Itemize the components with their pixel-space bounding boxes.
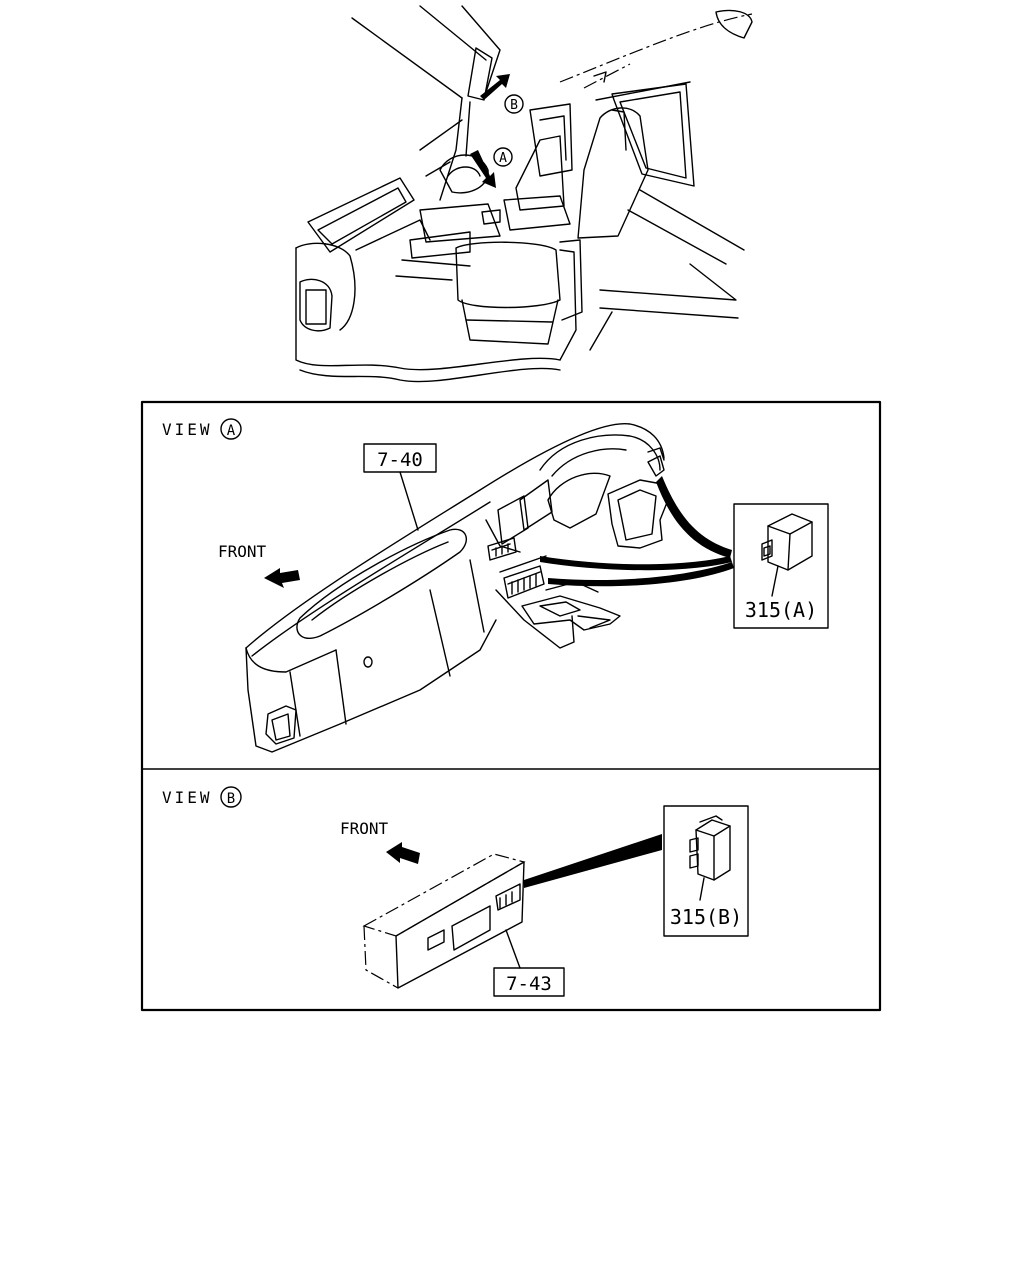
view-b-title-word: VIEW [162,788,213,807]
view-b-title: VIEW B [162,786,242,808]
callout-b-letter: B [510,98,518,113]
part-label-7-43: 7-43 [493,967,565,997]
part-label-7-40-text: 7-40 [377,449,423,471]
view-b-front-label: FRONT [340,819,389,838]
component-315b-label: 315(B) [670,905,742,929]
part-label-7-43-text: 7-43 [506,973,552,995]
view-a-title-letter: A [227,423,236,439]
module-7-43 [362,853,526,989]
component-box-315a: 315(A) [733,503,829,629]
view-a-title-word: VIEW [162,420,213,439]
harness-315b [524,834,662,888]
component-box-315b: 315(B) [663,805,749,937]
view-b-front-arrow [386,842,420,864]
callout-a: A [493,147,513,167]
callout-arrow-a [470,150,496,188]
callout-b: B [504,94,524,114]
cab-interior-illustration [295,5,753,383]
callout-arrow-b [480,74,510,100]
view-b-title-letter: B [227,791,235,807]
instrument-panel-7-40 [245,422,669,753]
part-label-7-40: 7-40 [363,443,437,531]
callout-a-letter: A [499,151,507,166]
component-315a-label: 315(A) [745,598,817,622]
view-a-title: VIEW A [162,418,242,440]
view-a-front-label: FRONT [218,542,267,561]
harness-315a [540,476,734,587]
detail-frame [140,400,882,1012]
view-a-front-arrow [264,568,300,588]
view-a-front-indicator: FRONT [218,542,300,588]
view-b-front-indicator: FRONT [340,819,420,864]
